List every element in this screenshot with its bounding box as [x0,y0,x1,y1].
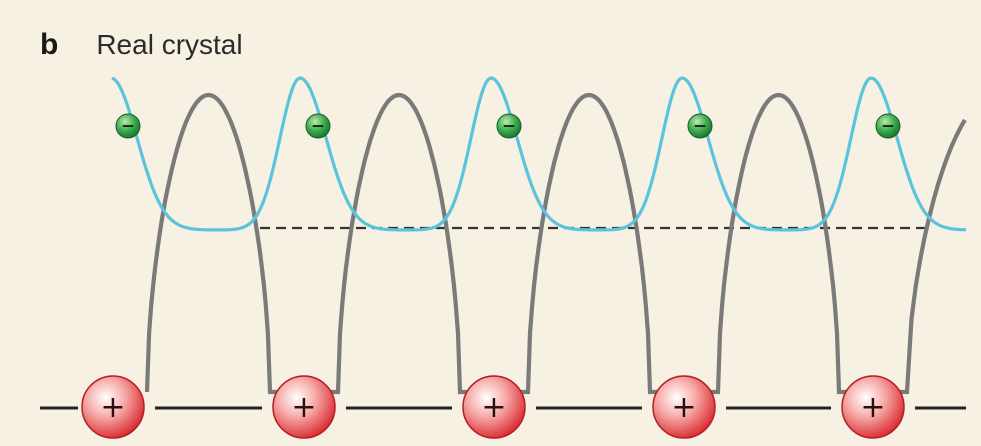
electrons-group: −−−−− [115,113,901,139]
ion-icon: + [81,375,145,439]
ion-symbol: + [671,390,696,425]
electron-icon: − [687,113,713,139]
electron-icon: − [115,113,141,139]
panel-header: b Real crystal [40,28,243,62]
panel-title: Real crystal [96,29,243,60]
ion-symbol: + [100,390,125,425]
ion-icon: + [652,375,716,439]
potential-curve [144,92,967,395]
ion-symbol: + [860,390,885,425]
wavefunction-curve [111,76,967,232]
electron-symbol: − [693,117,707,137]
ion-icon: + [272,375,336,439]
ion-symbol: + [291,390,316,425]
ions-group: + + + + + [81,375,905,439]
panel-letter: b [40,28,59,61]
ion-icon: + [462,375,526,439]
electron-symbol: − [311,117,325,137]
electron-icon: − [305,113,331,139]
electron-symbol: − [121,117,135,137]
electron-icon: − [496,113,522,139]
electron-symbol: − [502,117,516,137]
electron-icon: − [875,113,901,139]
ion-symbol: + [481,390,506,425]
electron-symbol: − [881,117,895,137]
ion-icon: + [841,375,905,439]
